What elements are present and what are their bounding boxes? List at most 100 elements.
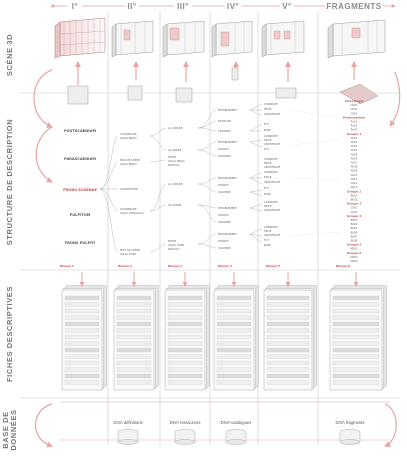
node-corniche-6: CORNICHE [264,225,278,229]
node-architrave-6: ARCHITRAVE [264,233,281,237]
level-label-1: Niveau 1 [60,264,74,268]
node-colonnade: COLONNADE [120,132,137,136]
node-frise: FRISE [264,107,272,111]
level-label-4: Niveau 4 [218,264,232,268]
node-frise-3: FRISE [264,161,272,165]
node-mur-de-scene-2: MUR DE SCÈNE [120,247,140,252]
fragment-links [289,109,341,237]
level-labels: Niveau 1 Niveau 2 Niveau 3 Niveau 4 Nive… [60,264,350,268]
node-couverture: COUVERTURE [120,187,138,191]
fiche-stacks [61,272,387,391]
node-base-3: BASE [264,243,271,247]
node-corniche-4: CORNICHE [264,170,278,174]
scene-3d-row [54,17,386,59]
node-valva-regia-3: VALVA REGIA [168,159,185,163]
node-entablement-5: ENTABLEMENT [218,232,237,236]
node-podium-2: PODIUM [218,183,229,187]
node-podium-3: PODIUM [218,213,229,217]
node-entablement-4: ENTABLEMENT [218,206,237,210]
level5-nodes: CORNICHE FRISE ARCHITRAVE FUT BASE CORNI… [264,102,281,247]
scene-3d-building-2 [111,20,154,58]
scene-3d-building-1 [54,17,106,59]
fragment-item: B004 [351,222,358,226]
fragment-item: M003 [350,259,358,263]
fragment-item: A010 [351,173,358,177]
fragment-item: M002 [350,255,358,259]
tree-links [99,103,263,253]
node-valva-hosp-2: VALVA HOSP. [168,243,185,247]
fragment-item: B007 [351,234,358,238]
element-thumbnails [67,67,379,105]
node-architrave: ARCHITRAVE [264,112,281,116]
node-valva-hosp: VALVA HOSP. [120,252,137,256]
column-header-1: I° [72,2,78,11]
node-valva-regia: VALVA REGIA [120,136,137,140]
node-parascaenium: PARASCAENIUM [64,157,96,161]
row-label-structure: STRUCTURE DE DESCRIPTION [5,119,14,246]
fragment-item: Pu02 [351,124,358,128]
fragment-item: A008 [351,165,358,169]
node-colonne-3: COLONNE [218,190,231,194]
fragment-item: A005 [351,152,358,156]
fiche-stack-4 [213,272,259,391]
fragment-item: A011 [351,177,358,181]
fragment-item: CR01 [351,103,358,107]
node-podium-4: PODIUM [218,239,229,243]
node-valva-hospitalia: VALVA HOSPITALIA [120,211,144,215]
fragment-item: B006 [351,230,358,234]
scene-3d-building-4 [211,20,253,58]
database-3: DIVA catalogues [221,420,251,445]
node-corniche-2: CORNICHE [264,134,278,138]
scene-3d-building-fragments [327,19,386,59]
fragment-item: A002 [351,140,358,144]
level2-nodes: COLONNADE VALVA REGIA MUR DE SCÈNE VALVA… [120,132,144,256]
node-frons-scaenae: FRONS SCAENAE [63,188,97,192]
node-frise-6: FRISE [264,229,272,233]
level-label-6: Niveau 6 [336,264,350,268]
node-valva-regia-2: VALVA REGIA [120,162,137,166]
fragment-item: B005 [351,226,358,230]
node-frons-pulpiti: FRONS PULPITI [65,241,96,245]
fragment-item: A013 [351,185,358,189]
node-fronton: FRONTON [218,119,231,123]
row-label-scene3d: SCÈNE 3D [5,34,14,76]
fragment-item: B001 [351,193,358,197]
column-header-4: IV° [227,2,239,11]
column-header-2: II° [127,2,136,11]
node-niche-2: NICHE [168,239,176,243]
level3-nodes: 1er ORDRE 2e ORDRE NICHE VALVA REGIA PAR… [168,126,185,251]
column-headers: I° II° III° IV° V° FRAGMENTS [51,1,396,11]
row-label-base: BASE DE [1,411,10,449]
fragment-item: Valva Regia [345,99,364,103]
fragment-item: Groupe 3 [347,202,361,206]
node-base: BASE [264,128,271,132]
column-header-5: V° [282,2,292,11]
database-4: DIVA fragments [335,420,365,445]
node-fut-3: FUT [264,186,269,190]
fragment-item: B002 [351,198,358,202]
fragment-item: A009 [351,169,358,173]
node-2e-ordre-2: 2e ORDRE [168,203,182,207]
node-base-2: BASE [264,192,271,196]
fragment-item: Pu03 [351,128,358,132]
fiche-stack-6 [329,272,387,391]
fragment-item: CR02 [351,107,358,111]
connection-arrows [33,61,401,183]
node-podium: PODIUM [218,147,229,151]
node-frise-2: FRISE [264,138,272,142]
node-frise-4: FRISE [264,175,272,179]
fragment-item: B008 [351,239,358,243]
node-fut: FUT [264,122,269,126]
node-pulpitum: PULPITUM [70,213,91,217]
row-labels: SCÈNE 3D STRUCTURE DE DESCRIPTION FICHES… [1,34,18,451]
node-corniche-5: CORNICHE [264,200,278,204]
column-header-fragments: FRAGMENTS [326,2,381,11]
fragment-item: A001 [351,136,358,140]
fragment-item: C001 [351,206,358,210]
fiche-stack-5 [263,272,317,391]
database-2: DIVA ressources [170,420,200,445]
fragment-item: Groupe 1 [347,132,361,136]
node-niche: NICHE [168,155,176,159]
